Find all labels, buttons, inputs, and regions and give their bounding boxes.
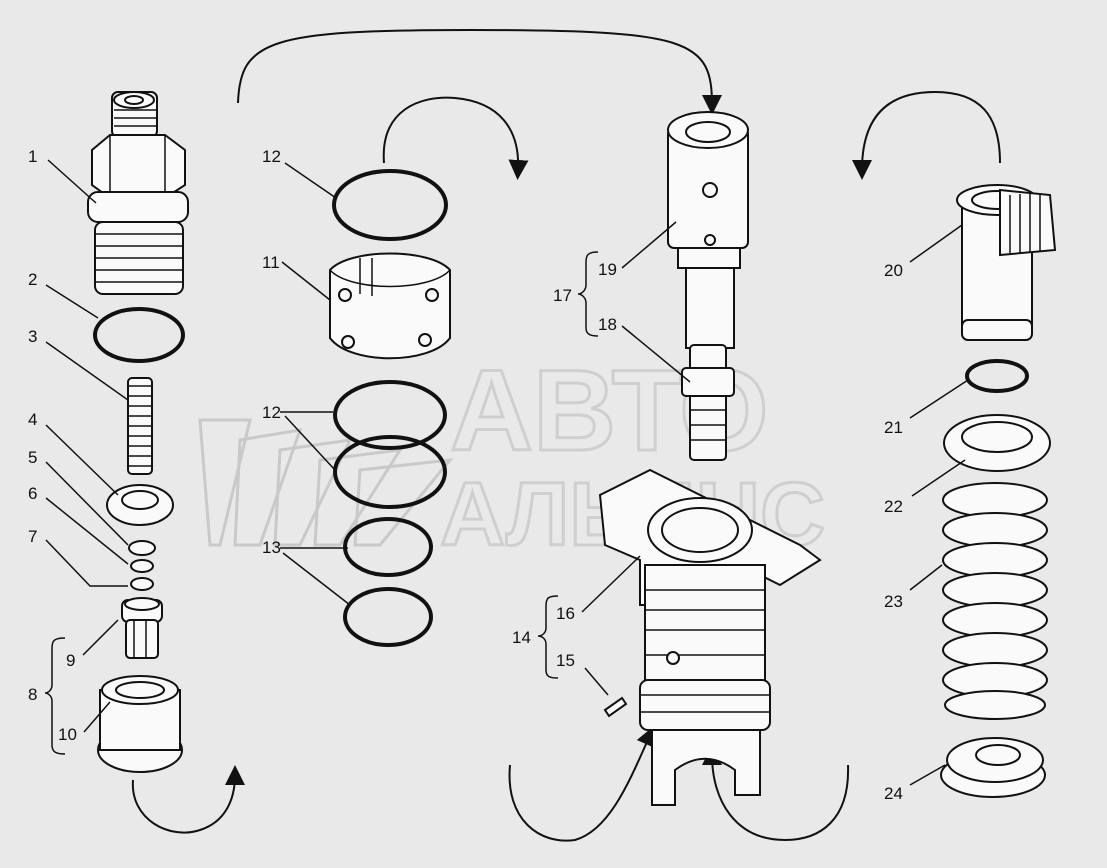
flow-arrows <box>131 28 1001 842</box>
part-spring-seat <box>940 737 1046 798</box>
callout-16: 16 <box>556 604 575 623</box>
callout-21: 21 <box>884 418 903 437</box>
callout-24: 24 <box>884 784 903 803</box>
callout-14: 14 <box>512 628 531 647</box>
callout-12-mid: 12 <box>262 403 281 422</box>
part-o-ring <box>93 307 185 363</box>
part-small-ring-5 <box>128 540 156 556</box>
part-pump-housing <box>598 468 822 806</box>
callout-9: 9 <box>66 651 75 670</box>
callout-17: 17 <box>553 286 572 305</box>
part-small-ring-7 <box>130 577 154 591</box>
callout-3: 3 <box>28 327 37 346</box>
part-seal-ring-mid <box>333 380 447 450</box>
part-small-ring-6 <box>130 559 154 573</box>
part-pin <box>603 696 628 718</box>
part-circlip <box>965 359 1029 393</box>
leader-lines <box>44 159 969 786</box>
part-small-seal-ring-top <box>343 517 433 577</box>
callout-8: 8 <box>28 685 37 704</box>
part-washer <box>106 484 174 526</box>
callout-6: 6 <box>28 484 37 503</box>
callout-1: 1 <box>28 147 37 166</box>
callout-20: 20 <box>884 261 903 280</box>
callout-12-top: 12 <box>262 147 281 166</box>
callout-18: 18 <box>598 315 617 334</box>
callout-4: 4 <box>28 410 37 429</box>
part-plunger <box>681 344 735 461</box>
callout-23: 23 <box>884 592 903 611</box>
part-valve-seat <box>97 675 183 773</box>
callout-13: 13 <box>262 538 281 557</box>
callout-5: 5 <box>28 448 37 467</box>
part-plunger-barrel <box>667 111 749 349</box>
part-small-spring <box>127 377 153 475</box>
callout-19: 19 <box>598 260 617 279</box>
part-valve <box>121 597 163 659</box>
part-spring-washer <box>943 414 1051 472</box>
callout-11: 11 <box>262 253 280 272</box>
part-seal-ring-top <box>332 169 448 241</box>
part-control-sleeve <box>956 184 1057 341</box>
part-union-fitting <box>87 91 189 295</box>
callout-labels: 1 2 3 4 5 6 7 8 9 10 11 12 12 13 14 15 1… <box>28 147 903 803</box>
part-seal-ring-lower <box>333 435 447 509</box>
callout-10: 10 <box>58 725 77 744</box>
part-small-seal-ring-bottom <box>343 587 433 647</box>
callout-7: 7 <box>28 527 37 546</box>
callout-15: 15 <box>556 651 575 670</box>
part-plunger-spring <box>942 482 1048 720</box>
callout-22: 22 <box>884 497 903 516</box>
part-split-sleeve <box>329 252 451 360</box>
callout-2: 2 <box>28 270 37 289</box>
watermark-logo <box>198 418 454 547</box>
